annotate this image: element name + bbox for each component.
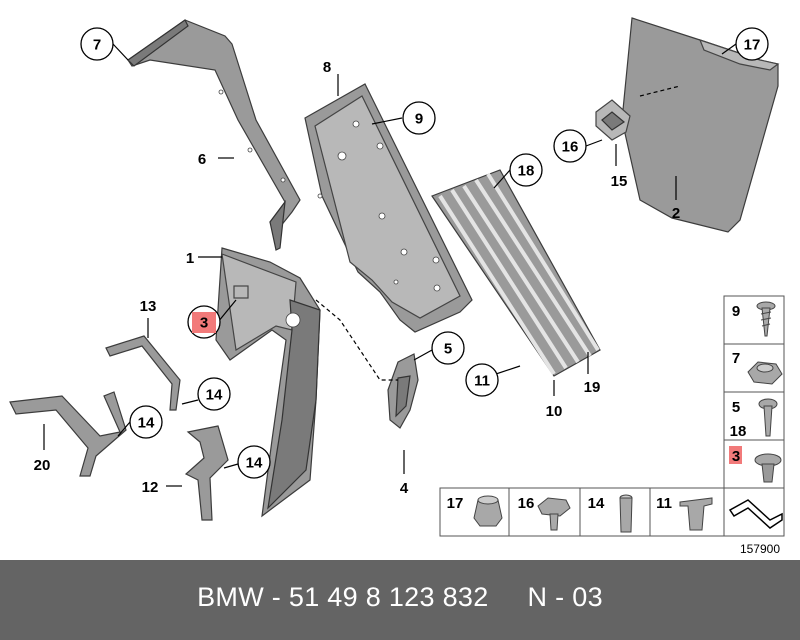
diagram-reference-number: 157900 bbox=[740, 542, 780, 556]
svg-text:7: 7 bbox=[93, 37, 101, 54]
part-20-bracket bbox=[9, 391, 127, 477]
legend-right: 9 7 5 18 3 bbox=[723, 295, 785, 537]
svg-text:18: 18 bbox=[518, 163, 535, 180]
part-number-text: BMW - 51 49 8 123 832 N - 03 bbox=[197, 582, 603, 612]
label-2: 2 bbox=[672, 205, 680, 222]
part-6-bracket bbox=[127, 19, 301, 251]
callout-18: 18 bbox=[509, 153, 543, 187]
legend-17: 17 bbox=[447, 495, 464, 512]
callout-11: 11 bbox=[465, 363, 499, 397]
label-8: 8 bbox=[323, 59, 331, 76]
label-6: 6 bbox=[198, 151, 206, 168]
callout-9: 9 bbox=[402, 101, 436, 135]
nut-icon bbox=[747, 361, 783, 385]
svg-text:16: 16 bbox=[562, 139, 579, 156]
legend-18: 18 bbox=[730, 423, 747, 440]
screw-icon bbox=[756, 301, 776, 337]
callout-17: 17 bbox=[735, 27, 769, 61]
callout-3-highlight: 3 bbox=[187, 305, 221, 339]
callout-14-left: 14 bbox=[129, 405, 163, 439]
expanding-rivet-icon bbox=[754, 453, 782, 483]
label-12: 12 bbox=[142, 479, 159, 496]
part-12-bracket bbox=[184, 425, 229, 521]
part-1-trim bbox=[215, 247, 321, 518]
svg-text:5: 5 bbox=[444, 341, 452, 358]
label-10: 10 bbox=[546, 403, 563, 420]
legend-14: 14 bbox=[588, 495, 605, 512]
callout-5: 5 bbox=[431, 331, 465, 365]
label-20: 20 bbox=[34, 457, 51, 474]
legend-3: 3 bbox=[732, 448, 740, 465]
leader-lines bbox=[43, 43, 737, 487]
label-1: 1 bbox=[186, 250, 194, 267]
label-19: 19 bbox=[584, 379, 601, 396]
svg-text:9: 9 bbox=[415, 111, 423, 128]
footer-bar: BMW - 51 49 8 123 832 N - 03 bbox=[0, 560, 800, 640]
legend-5: 5 bbox=[732, 399, 740, 416]
svg-text:3: 3 bbox=[200, 315, 208, 332]
part-16-clip bbox=[595, 99, 631, 141]
callout-16: 16 bbox=[553, 129, 587, 163]
collar-nut-icon bbox=[473, 495, 503, 527]
part-8-tray bbox=[304, 83, 473, 333]
legend-9: 9 bbox=[732, 303, 740, 320]
callout-14-lower: 14 bbox=[237, 445, 271, 479]
legend-bottom: 17 16 14 11 bbox=[439, 487, 725, 537]
svg-text:14: 14 bbox=[138, 415, 155, 432]
part-13-bracket bbox=[105, 335, 181, 411]
svg-text:14: 14 bbox=[246, 455, 263, 472]
label-15: 15 bbox=[611, 173, 628, 190]
callout-14-upper: 14 bbox=[197, 377, 231, 411]
legend-7: 7 bbox=[732, 350, 740, 367]
screw-large-icon bbox=[758, 398, 778, 437]
svg-text:17: 17 bbox=[744, 37, 761, 54]
parts-diagram: 7 9 17 16 18 5 11 14 14 14 3 8 6 bbox=[9, 17, 785, 556]
callout-7: 7 bbox=[80, 27, 114, 61]
svg-text:14: 14 bbox=[206, 387, 223, 404]
legend-16: 16 bbox=[518, 495, 535, 512]
label-4: 4 bbox=[400, 480, 409, 497]
seal-profile-icon bbox=[723, 487, 785, 537]
part-4-handle bbox=[387, 353, 419, 429]
label-13: 13 bbox=[140, 298, 157, 315]
push-clip-icon bbox=[679, 497, 713, 531]
part-10-strips bbox=[431, 169, 601, 377]
svg-text:11: 11 bbox=[474, 373, 490, 390]
legend-11: 11 bbox=[656, 495, 672, 512]
socket-screw-icon bbox=[619, 494, 633, 533]
hex-bolt-icon bbox=[537, 497, 571, 531]
